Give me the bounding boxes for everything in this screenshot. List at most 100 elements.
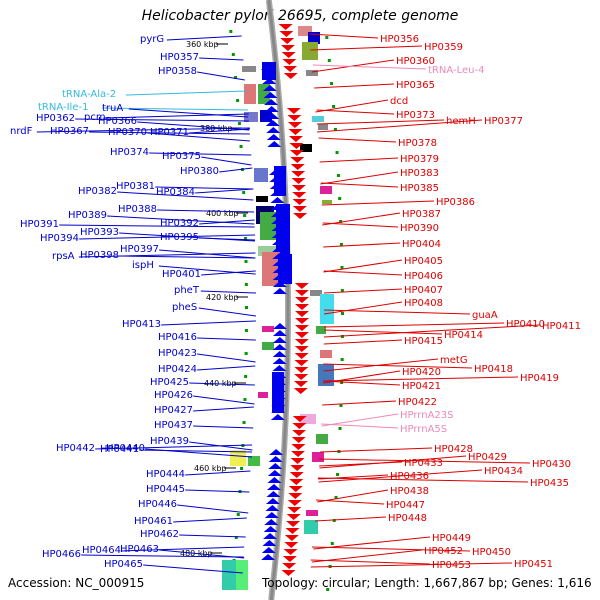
plus-gene-label[interactable]: guaA [472, 310, 498, 321]
minus-gene-arrow[interactable] [272, 351, 287, 357]
plus-gene-arrow[interactable] [294, 339, 309, 345]
minus-gene-arrow[interactable] [264, 99, 279, 105]
plus-gene-arrow[interactable] [280, 38, 295, 44]
plus-gene-arrow[interactable] [287, 115, 302, 121]
plus-gene-block[interactable] [320, 294, 334, 324]
plus-gene-arrow[interactable] [290, 157, 305, 163]
plus-gene-arrow[interactable] [287, 507, 302, 513]
minus-gene-arrow[interactable] [272, 260, 287, 266]
plus-gene-label[interactable]: HP0420 [402, 367, 441, 378]
minus-gene-label[interactable]: HP0466 [42, 549, 81, 560]
minus-gene-label[interactable]: HP0389 [68, 210, 107, 221]
plus-gene-label[interactable]: HP0447 [386, 500, 425, 511]
minus-gene-label[interactable]: HP0439 [150, 436, 189, 447]
plus-gene-arrow[interactable] [281, 570, 296, 576]
plus-gene-arrow[interactable] [290, 164, 305, 170]
minus-gene-arrow[interactable] [265, 113, 280, 119]
plus-gene-arrow[interactable] [279, 31, 294, 37]
plus-gene-arrow[interactable] [282, 563, 297, 569]
plus-gene-block[interactable] [300, 144, 312, 152]
minus-gene-arrow[interactable] [271, 232, 286, 238]
minus-gene-block[interactable] [222, 560, 236, 590]
plus-gene-arrow[interactable] [293, 213, 308, 219]
minus-gene-label[interactable]: HP0401 [162, 269, 201, 280]
plus-gene-arrow[interactable] [287, 500, 302, 506]
minus-gene-label[interactable]: HP0444 [146, 469, 185, 480]
minus-gene-arrow[interactable] [272, 337, 287, 343]
minus-gene-label[interactable]: HP0416 [158, 332, 197, 343]
minus-gene-label[interactable]: HP0440 [106, 443, 145, 454]
plus-gene-arrow[interactable] [288, 493, 303, 499]
plus-gene-label[interactable]: tRNA-Leu-4 [428, 65, 484, 76]
plus-gene-label[interactable]: HP0411 [542, 321, 581, 332]
minus-gene-label[interactable]: HP0384 [156, 187, 195, 198]
plus-gene-label[interactable]: HP0448 [388, 513, 427, 524]
plus-gene-arrow[interactable] [283, 549, 298, 555]
plus-gene-arrow[interactable] [289, 472, 304, 478]
plus-gene-label[interactable]: HP0410 [506, 319, 545, 330]
minus-gene-arrow[interactable] [266, 127, 281, 133]
minus-gene-label[interactable]: HP0388 [118, 204, 157, 215]
minus-gene-label[interactable]: HP0381 [116, 181, 155, 192]
plus-gene-label[interactable]: HP0435 [530, 478, 569, 489]
minus-gene-block[interactable] [242, 66, 256, 72]
plus-gene-arrow[interactable] [294, 318, 309, 324]
plus-gene-arrow[interactable] [287, 122, 302, 128]
minus-gene-arrow[interactable] [261, 71, 276, 77]
plus-gene-label[interactable]: HP0421 [402, 381, 441, 392]
plus-gene-arrow[interactable] [288, 129, 303, 135]
minus-gene-arrow[interactable] [271, 407, 286, 413]
minus-gene-arrow[interactable] [272, 246, 287, 252]
minus-gene-label[interactable]: tRNA-Ile-1 [38, 102, 88, 113]
plus-gene-arrow[interactable] [283, 73, 298, 79]
plus-gene-arrow[interactable] [294, 360, 309, 366]
minus-gene-label[interactable]: rpsA [52, 251, 75, 262]
minus-gene-label[interactable]: HP0465 [104, 559, 143, 570]
plus-gene-arrow[interactable] [292, 423, 307, 429]
minus-gene-label[interactable]: HP0413 [122, 319, 161, 330]
minus-gene-arrow[interactable] [265, 120, 280, 126]
minus-gene-label[interactable]: pheT [174, 285, 200, 296]
plus-gene-arrow[interactable] [289, 150, 304, 156]
minus-gene-arrow[interactable] [263, 526, 278, 532]
plus-gene-arrow[interactable] [294, 346, 309, 352]
minus-gene-block[interactable] [230, 450, 246, 466]
plus-gene-arrow[interactable] [286, 521, 301, 527]
plus-gene-label[interactable]: HP0419 [520, 373, 559, 384]
plus-gene-arrow[interactable] [291, 171, 306, 177]
minus-gene-arrow[interactable] [264, 106, 279, 112]
plus-gene-arrow[interactable] [291, 178, 306, 184]
plus-gene-label[interactable]: HP0390 [400, 223, 439, 234]
plus-gene-block[interactable] [316, 326, 326, 334]
plus-gene-arrow[interactable] [281, 52, 296, 58]
minus-gene-label[interactable]: HP0462 [140, 529, 179, 540]
plus-gene-arrow[interactable] [294, 325, 309, 331]
plus-gene-block[interactable] [306, 70, 318, 76]
minus-gene-label[interactable]: HP0394 [40, 233, 79, 244]
plus-gene-block[interactable] [312, 452, 324, 462]
plus-gene-block[interactable] [310, 290, 322, 296]
minus-gene-label[interactable]: HP0366 [98, 116, 137, 127]
minus-gene-arrow[interactable] [271, 386, 286, 392]
plus-gene-arrow[interactable] [294, 367, 309, 373]
minus-gene-label[interactable]: HP0445 [146, 484, 185, 495]
plus-gene-label[interactable]: HP0428 [434, 444, 473, 455]
plus-gene-block[interactable] [316, 434, 328, 444]
minus-gene-label[interactable]: HP0463 [120, 544, 159, 555]
plus-gene-arrow[interactable] [288, 136, 303, 142]
minus-gene-arrow[interactable] [271, 239, 286, 245]
plus-gene-arrow[interactable] [294, 297, 309, 303]
minus-gene-label[interactable]: HP0446 [138, 499, 177, 510]
minus-gene-block[interactable] [258, 392, 268, 398]
plus-gene-label[interactable]: HP0422 [398, 397, 437, 408]
minus-gene-label[interactable]: HP0427 [154, 405, 193, 416]
minus-gene-block[interactable] [256, 196, 268, 202]
plus-gene-label[interactable]: HP0415 [404, 336, 443, 347]
minus-gene-label[interactable]: nrdF [10, 126, 33, 137]
plus-gene-arrow[interactable] [294, 353, 309, 359]
minus-gene-block[interactable] [254, 168, 268, 182]
minus-gene-label[interactable]: HP0425 [150, 377, 189, 388]
plus-gene-label[interactable]: HP0418 [474, 364, 513, 375]
plus-gene-arrow[interactable] [283, 66, 298, 72]
minus-gene-arrow[interactable] [272, 365, 287, 371]
